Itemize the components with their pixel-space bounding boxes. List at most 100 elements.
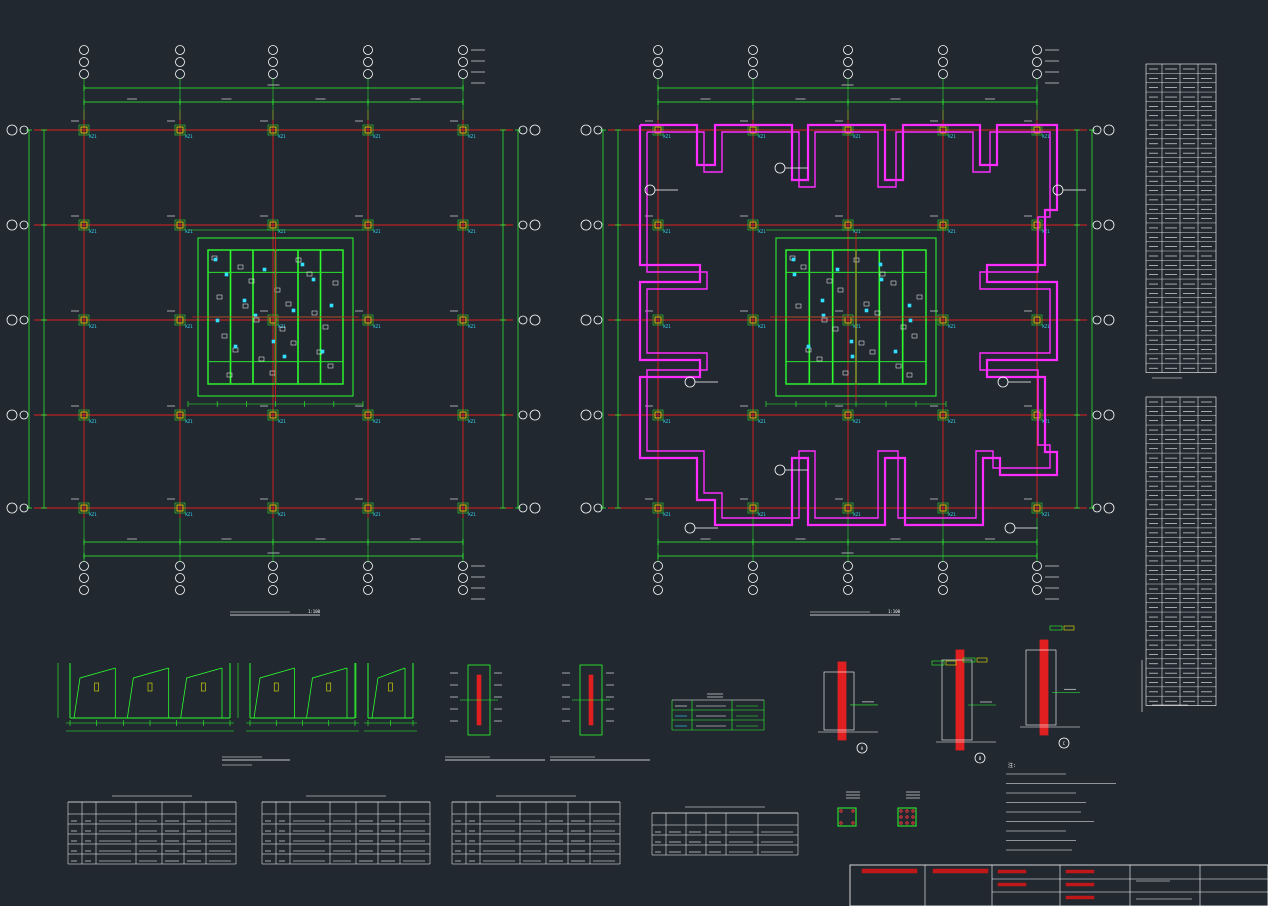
core-tag xyxy=(327,363,334,369)
column-outline xyxy=(747,502,759,514)
floor-table-lower xyxy=(1145,396,1217,706)
core-tag xyxy=(311,310,318,316)
column-tag: KZ1 xyxy=(758,134,766,139)
column-tag: KZ1 xyxy=(1042,419,1050,424)
detail-bubble-b-label: B xyxy=(979,756,982,761)
axis-bubble xyxy=(19,315,29,325)
column-tag: KZ1 xyxy=(758,229,766,234)
axis-bubble xyxy=(593,503,603,513)
stair-flight-line xyxy=(306,667,348,719)
axis-bubble xyxy=(458,573,468,583)
column xyxy=(459,126,467,134)
column-tag: KZ1 xyxy=(853,512,861,517)
axis-bubble xyxy=(843,69,853,79)
column xyxy=(749,411,757,419)
axis-bubble xyxy=(79,561,89,571)
column-outline xyxy=(457,219,469,231)
core-tag xyxy=(900,324,907,330)
core-tag xyxy=(842,370,849,376)
core-marker xyxy=(806,344,811,349)
core-marker xyxy=(820,298,825,303)
axis-bubble xyxy=(19,503,29,513)
axis-bubble xyxy=(6,502,18,514)
column-tag: KZ1 xyxy=(468,324,476,329)
axis-bubble xyxy=(1032,69,1042,79)
column-rebar xyxy=(911,815,915,819)
axis-bubble xyxy=(363,573,373,583)
detail-rebar xyxy=(837,661,847,741)
axis-bubble xyxy=(1092,503,1102,513)
axis-grid-layer: KZ1KZ1KZ1KZ1KZ1KZ1KZ1KZ1KZ1KZ1KZ1KZ1KZ1K… xyxy=(34,110,1087,518)
column xyxy=(939,126,947,134)
axis-bubble xyxy=(1032,585,1042,595)
core-marker xyxy=(878,262,883,267)
detail-bubble-b xyxy=(974,752,986,764)
core-tag xyxy=(269,370,276,376)
core-marker xyxy=(242,298,247,303)
column-outline xyxy=(747,409,759,421)
axis-bubble xyxy=(938,573,948,583)
column-rebar xyxy=(851,809,855,813)
axis-bubble xyxy=(653,561,663,571)
core-tag xyxy=(332,280,339,286)
column-outline xyxy=(652,219,664,231)
core-tag xyxy=(874,310,881,316)
axis-bubble xyxy=(580,502,592,514)
core-marker xyxy=(233,344,238,349)
axis-bubble xyxy=(1092,315,1102,325)
column-outline xyxy=(457,502,469,514)
core-marker xyxy=(849,339,854,344)
column xyxy=(1033,126,1041,134)
column xyxy=(176,221,184,229)
column xyxy=(269,126,277,134)
axis-bubble xyxy=(1103,219,1115,231)
stair-marker xyxy=(94,682,99,692)
core-tag xyxy=(216,294,223,300)
axis-bubble xyxy=(363,585,373,595)
axis-bubble xyxy=(653,45,663,55)
column-outline xyxy=(1031,409,1043,421)
column-outline xyxy=(267,124,279,136)
column-outline xyxy=(78,502,90,514)
column-outline xyxy=(78,314,90,326)
detail-callout xyxy=(1063,625,1075,631)
section-marker xyxy=(997,376,1009,388)
stair-flight-line xyxy=(371,667,406,719)
core-tag xyxy=(242,303,249,309)
core-tag xyxy=(916,294,923,300)
axis-bubble xyxy=(458,69,468,79)
section-marker xyxy=(684,376,696,388)
detail-outline xyxy=(941,659,973,741)
axis-bubble xyxy=(938,561,948,571)
detail-callout xyxy=(976,657,988,663)
detail-bubble-c-label: C xyxy=(1063,741,1066,746)
axis-bubble xyxy=(748,561,758,571)
column xyxy=(459,411,467,419)
axis-bubble xyxy=(1032,573,1042,583)
column-outline xyxy=(747,314,759,326)
column-tag: KZ1 xyxy=(278,512,286,517)
core-marker xyxy=(850,354,855,359)
column-tag: KZ1 xyxy=(89,419,97,424)
stair-core-layer xyxy=(187,229,947,407)
detail-callout xyxy=(1049,625,1063,631)
title-block-field xyxy=(1065,895,1095,900)
column-tag: KZ1 xyxy=(468,229,476,234)
core-marker xyxy=(291,308,296,313)
title-block-field xyxy=(1065,869,1095,874)
core-tag xyxy=(895,363,902,369)
axis-bubble xyxy=(938,585,948,595)
column xyxy=(269,221,277,229)
column-section xyxy=(897,807,917,827)
column-outline xyxy=(652,502,664,514)
column-tag: KZ1 xyxy=(278,229,286,234)
column xyxy=(1033,411,1041,419)
column-outline xyxy=(842,502,854,514)
axis-bubble xyxy=(653,585,663,595)
column-rebar xyxy=(851,821,855,825)
column-tag: KZ1 xyxy=(758,324,766,329)
column-outline xyxy=(362,219,374,231)
column xyxy=(1033,221,1041,229)
